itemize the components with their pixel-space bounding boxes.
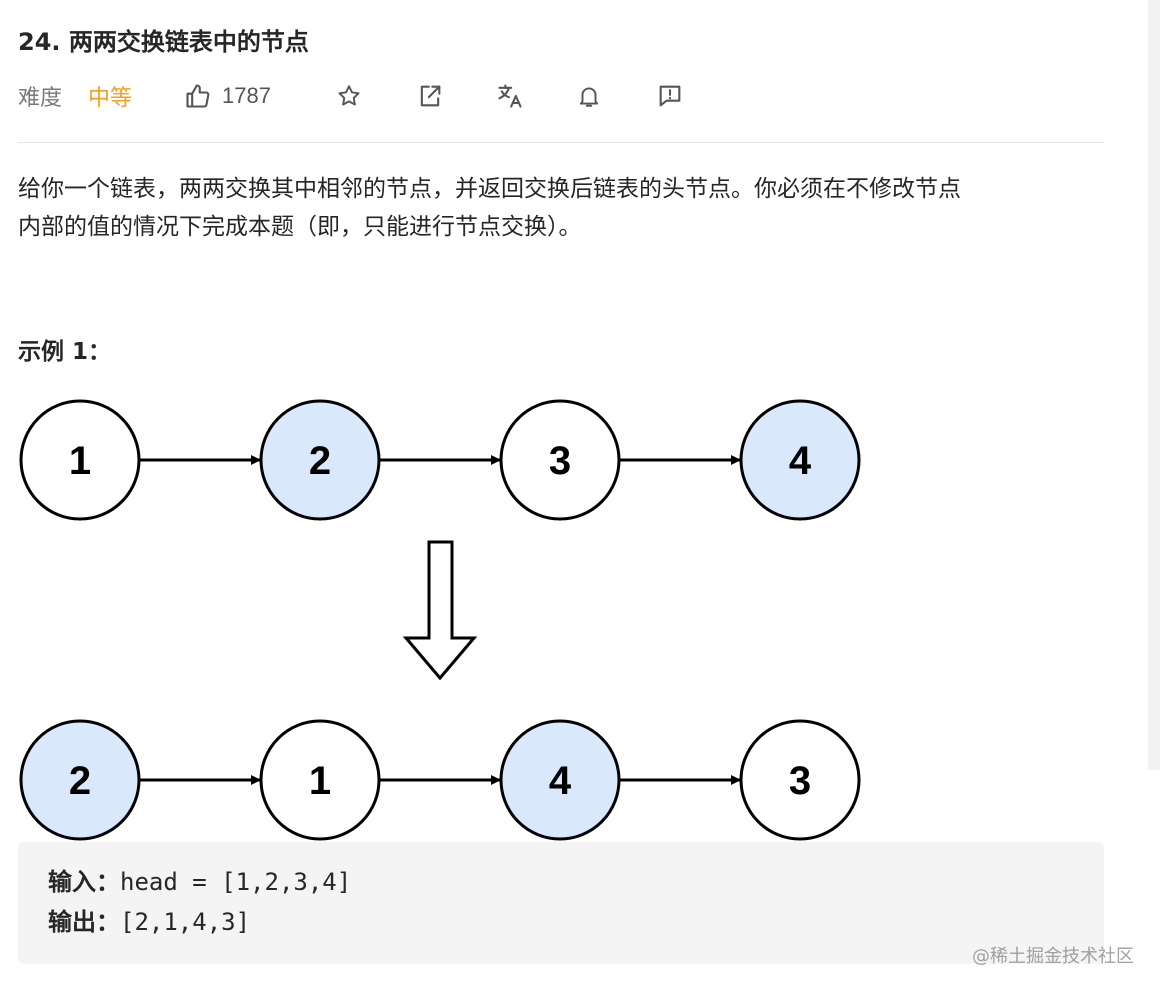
input-label: 输入： xyxy=(48,868,120,896)
description-line: 给你一个链表，两两交换其中相邻的节点，并返回交换后链表的头节点。你必须在不修改节… xyxy=(18,176,961,202)
list-node: 1 xyxy=(19,399,141,521)
output-label: 输出： xyxy=(48,908,120,936)
node-value: 3 xyxy=(789,759,811,803)
share-button[interactable] xyxy=(416,78,444,114)
node-value: 4 xyxy=(549,759,572,803)
translate-button[interactable] xyxy=(496,78,524,114)
problem-meta-toolbar: 难度 中等 1787 xyxy=(18,78,1108,114)
description-line: 内部的值的情况下完成本题（即，只能进行节点交换）。 xyxy=(18,214,582,240)
output-value: [2,1,4,3] xyxy=(120,908,251,936)
node-value: 2 xyxy=(309,439,331,483)
node-value: 1 xyxy=(69,439,91,483)
notify-button[interactable] xyxy=(576,78,602,114)
list-node: 4 xyxy=(739,399,861,521)
example-output: 输出：[2,1,4,3] xyxy=(48,904,250,940)
scrollbar-track[interactable] xyxy=(1148,0,1160,770)
node-value: 2 xyxy=(69,759,91,803)
watermark: @稀土掘金技术社区 xyxy=(972,946,1134,967)
list-node: 3 xyxy=(739,719,861,841)
star-icon xyxy=(336,83,362,109)
node-value: 4 xyxy=(789,439,812,483)
list-node: 4 xyxy=(499,719,621,841)
like-count: 1787 xyxy=(222,83,271,108)
share-icon xyxy=(416,82,444,110)
example-title: 示例 1： xyxy=(18,339,112,365)
thumbs-up-icon xyxy=(184,82,212,110)
translate-icon xyxy=(496,82,524,110)
node-value: 3 xyxy=(549,439,571,483)
problem-description: 给你一个链表，两两交换其中相邻的节点，并返回交换后链表的头节点。你必须在不修改节… xyxy=(18,170,1108,246)
difficulty-badge: 中等 xyxy=(88,86,133,111)
node-value: 1 xyxy=(309,759,331,803)
linked-list-diagram: 1 2 3 4 2 1 4 3 xyxy=(19,399,861,841)
feedback-icon xyxy=(656,82,684,110)
difficulty-label: 难度 xyxy=(18,86,63,111)
example-io-block: 输入：head = [1,2,3,4] 输出：[2,1,4,3] xyxy=(18,842,1104,964)
example-input: 输入：head = [1,2,3,4] xyxy=(48,864,351,900)
list-node: 1 xyxy=(259,719,381,841)
problem-title: 24. 两两交换链表中的节点 xyxy=(18,28,309,56)
feedback-button[interactable] xyxy=(656,78,684,114)
list-node: 3 xyxy=(499,399,621,521)
list-node: 2 xyxy=(259,399,381,521)
like-button[interactable]: 1787 xyxy=(184,78,271,114)
transform-arrow-icon xyxy=(402,540,478,681)
list-node: 2 xyxy=(19,719,141,841)
input-value: head = [1,2,3,4] xyxy=(120,868,352,896)
header-divider xyxy=(18,142,1104,143)
bell-icon xyxy=(576,83,602,109)
favorite-button[interactable] xyxy=(336,78,362,114)
